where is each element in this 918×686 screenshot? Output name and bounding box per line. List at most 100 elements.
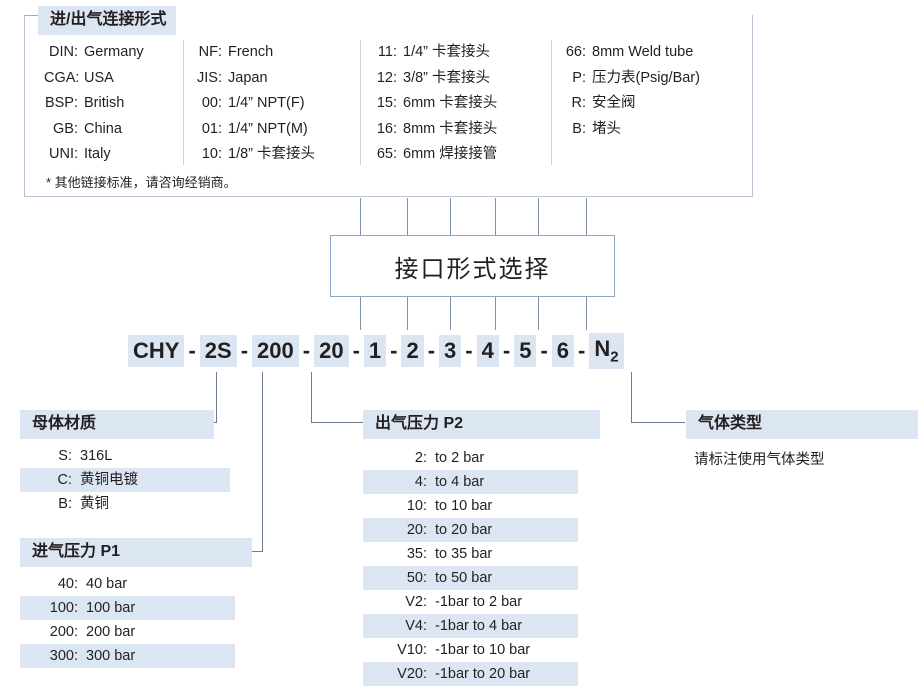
list-item: 200:200 bar	[20, 620, 235, 644]
connection-item: 16:8mm 卡套接头	[373, 117, 551, 143]
connection-item-desc: USA	[84, 69, 114, 86]
connection-item-code: P:	[572, 69, 586, 86]
code-separator: -	[578, 338, 586, 363]
connection-item: 15:6mm 卡套接头	[373, 91, 551, 117]
list-item: 4:to 4 bar	[363, 470, 578, 494]
code-segment: 3	[439, 335, 462, 367]
drop-line-3	[450, 297, 451, 330]
list-item-desc: 316L	[80, 448, 113, 464]
list-item-desc: 100 bar	[86, 600, 136, 616]
code-segment: 20	[314, 335, 349, 367]
code-separator: -	[502, 338, 511, 363]
connection-item-desc: French	[228, 44, 274, 60]
list-item: 20: to 20 bar	[363, 518, 578, 542]
connection-item-code: DIN:	[49, 44, 78, 60]
connector-inlet-pressure-vertical	[262, 372, 263, 552]
connection-item-desc: 1/4” NPT(F)	[228, 95, 305, 111]
inlet-pressure-title: 进气压力 P1	[20, 538, 252, 567]
list-item: V10: -1bar to 10 bar	[363, 638, 578, 662]
connection-item-desc: 压力表(Psig/Bar)	[592, 69, 700, 86]
list-item: 10:to 10 bar	[363, 494, 578, 518]
connection-type-box	[24, 15, 753, 197]
connection-item: JIS:Japan	[196, 66, 360, 92]
code-segment: CHY	[128, 335, 185, 367]
connection-item: 65: 6mm 焊接接管	[373, 142, 551, 168]
list-item-desc: to 35 bar	[435, 546, 493, 562]
connection-item-desc: 1/8” 卡套接头	[228, 146, 316, 162]
connection-item: 01:1/4” NPT(M)	[196, 117, 360, 143]
connection-item-desc: British	[84, 95, 125, 111]
connection-item: BSP: British	[44, 91, 184, 117]
connection-type-title: 进/出气连接形式	[38, 6, 177, 35]
list-item: 100:100 bar	[20, 596, 235, 620]
list-item-desc: to 50 bar	[435, 570, 493, 586]
list-item: S:316L	[20, 444, 230, 468]
connection-item: 10:1/8” 卡套接头	[196, 142, 360, 168]
list-item: 40:40 bar	[20, 572, 235, 596]
connection-item-desc: 6mm 焊接接管	[403, 146, 498, 162]
connection-item-code: UNI:	[49, 146, 78, 162]
connection-item-code: 00:	[201, 95, 222, 111]
list-item-desc: to 20 bar	[435, 522, 493, 538]
connection-note: * 其他链接标准，请咨询经销商。	[46, 175, 237, 190]
connection-item-desc: 3/8” 卡套接头	[403, 69, 491, 86]
outlet-pressure-title: 出气压力 P2	[363, 410, 600, 439]
connection-item-code: BSP:	[44, 95, 78, 111]
code-segment: 4	[476, 335, 499, 367]
connection-item-code: B:	[572, 120, 586, 137]
list-item-desc: 40 bar	[86, 576, 128, 592]
connection-item-code: JIS:	[197, 69, 222, 86]
list-item-code: 20:	[406, 522, 427, 538]
interface-selection-box: 接口形式选择	[330, 235, 615, 297]
list-item: V2:-1bar to 2 bar	[363, 590, 578, 614]
connection-item-desc: China	[84, 120, 122, 137]
connection-item-desc: Germany	[84, 44, 144, 60]
list-item-code: V4:	[405, 618, 427, 634]
connection-item: UNI: Italy	[44, 142, 184, 168]
connection-item-desc: 8mm 卡套接头	[403, 120, 498, 137]
list-item-code: 2:	[414, 450, 427, 466]
code-separator: -	[540, 338, 548, 363]
list-item-code: 200:	[49, 624, 78, 640]
code-separator: -	[465, 338, 473, 363]
code-segment: 6	[551, 335, 575, 367]
product-code-row: CHY-2S-200-20-1-2-3-4-5-6-N2	[128, 333, 624, 369]
list-item-desc: -1bar to 10 bar	[435, 642, 531, 658]
connection-item: 00: 1/4” NPT(F)	[196, 91, 360, 117]
connection-item: B:堵头	[562, 117, 742, 143]
connection-item-code: 65:	[376, 146, 397, 162]
list-item: 2: to 2 bar	[363, 446, 578, 470]
connection-item: DIN: Germany	[44, 40, 184, 66]
connector-body-material-vertical	[216, 372, 217, 423]
list-item-desc: -1bar to 4 bar	[435, 618, 523, 634]
connector-outlet-pressure-horizontal	[311, 422, 364, 423]
code-segment: 2	[401, 335, 424, 367]
drop-line-4	[495, 297, 496, 330]
list-item-code: V10:	[397, 642, 427, 658]
code-separator: -	[188, 338, 196, 363]
code-segment: 5	[514, 335, 537, 367]
tick-line-4	[495, 198, 496, 236]
connection-item-desc: 8mm Weld tube	[592, 44, 694, 60]
code-subscript: 2	[610, 348, 619, 366]
list-item: 300:300 bar	[20, 644, 235, 668]
column-divider-1	[183, 40, 184, 165]
connection-item-desc: 安全阀	[592, 95, 636, 111]
code-separator: -	[390, 338, 398, 363]
list-item-desc: -1bar to 20 bar	[435, 666, 531, 682]
column-divider-2	[360, 40, 361, 165]
connection-item-desc: Italy	[84, 146, 111, 162]
connection-item-code: R:	[571, 95, 587, 111]
code-separator: -	[352, 338, 360, 363]
list-item-desc: to 2 bar	[435, 450, 485, 466]
connection-item: R: 安全阀	[562, 91, 742, 117]
code-separator: -	[302, 338, 311, 363]
connection-item-desc: 6mm 卡套接头	[403, 95, 498, 111]
connector-outlet-pressure-vertical	[311, 372, 312, 423]
connection-item: 11:1/4” 卡套接头	[373, 40, 551, 66]
tick-line-5	[538, 198, 539, 236]
list-item-code: 35:	[406, 546, 427, 562]
